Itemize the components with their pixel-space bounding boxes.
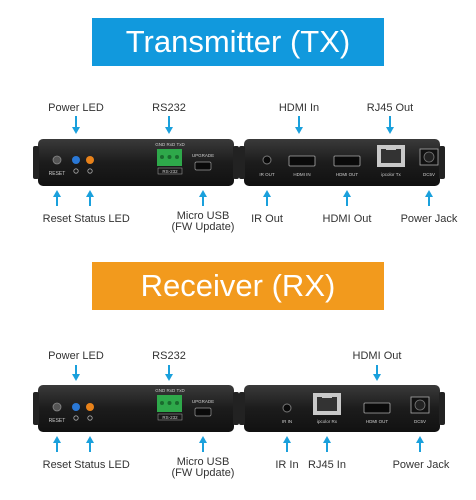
rx-label-rs232: RS232 [152,350,186,362]
rx-hdmi-out-port [363,402,391,414]
rx-label-ir-in: IR In [275,459,299,471]
svg-text:RS-232: RS-232 [162,169,178,174]
tx-hdmi-out-port [333,155,361,167]
arrow-tx-power-jack [425,190,433,206]
svg-text:DC5V: DC5V [414,419,426,424]
rx-label-reset: Reset [42,459,72,471]
svg-text:UPGRADE: UPGRADE [192,153,214,158]
tx-label-rs232: RS232 [152,102,186,114]
svg-text:HDMI OUT: HDMI OUT [366,419,388,424]
svg-text:RS-232: RS-232 [162,415,178,420]
rx-micro-usb-port [194,407,212,417]
tx-front-panel: RESET GND RxD TxD RS-232 UPGRADE [33,139,239,186]
tx-hdmi-in-port [288,155,316,167]
receiver-banner: Receiver (RX) [92,262,384,310]
arrow-tx-hdmi-in [295,116,303,134]
arrow-rx-ir-in [283,436,291,452]
tx-micro-usb-port [194,161,212,171]
tx-label-power-led: Power LED [48,102,104,114]
transmitter-title: Transmitter (TX) [125,24,351,59]
tx-label-rj45-out: RJ45 Out [366,102,414,114]
arrow-tx-power-led [72,116,80,134]
arrow-rx-power-jack [416,436,424,452]
tx-label-power-jack: Power Jack [400,213,458,225]
tx-label-status-led: Status LED [74,213,130,225]
arrow-tx-rj45-out [386,116,394,134]
arrow-rx-status-led [86,436,94,452]
tx-power-icon [73,168,79,174]
rx-power-icon [73,415,79,421]
tx-label-hdmi-out: HDMI Out [322,213,372,225]
svg-text:ipcolor Rx: ipcolor Rx [317,419,338,424]
arrow-rx-power-led [72,365,80,381]
rx-orange-led-icon [86,403,94,411]
tx-label-ir-out: IR Out [251,213,283,225]
svg-text:HDMI IN: HDMI IN [293,172,310,177]
arrow-tx-ir-out [263,190,271,206]
svg-text:GND RxD TxD: GND RxD TxD [155,142,185,147]
arrow-tx-hdmi-out [343,190,351,206]
rx-label-hdmi-out: HDMI Out [352,350,402,362]
rx-label-micro-usb: Micro USB [176,456,230,468]
rx-rear-panel: IR IN ipcolor Rx HDMI OUT DC5V [239,385,445,432]
arrow-rx-reset [53,436,61,452]
tx-orange-led-icon [86,156,94,164]
svg-text:RESET: RESET [49,418,66,424]
arrow-tx-status-led [86,190,94,206]
rx-reset-button [52,402,62,412]
arrow-tx-rs232 [165,116,173,134]
tx-ir-out-port [262,155,272,165]
tx-status-icon [87,168,93,174]
arrow-tx-micro-usb [199,190,207,206]
tx-label-hdmi-in: HDMI In [278,102,320,114]
svg-text:ipcolor Tx: ipcolor Tx [381,172,401,177]
tx-label-fw-update: (FW Update) [171,221,235,233]
svg-text:IR IN: IR IN [282,419,292,424]
transmitter-banner: Transmitter (TX) [92,18,384,66]
tx-blue-led-icon [72,156,80,164]
arrow-rx-micro-usb [199,436,207,452]
svg-text:GND RxD TxD: GND RxD TxD [155,388,185,393]
rx-blue-led-icon [72,403,80,411]
arrow-rx-rj45-in [323,436,331,452]
arrow-rx-rs232 [165,365,173,381]
callout-arrows [53,116,433,452]
tx-reset-button [52,155,62,165]
rx-label-power-led: Power LED [48,350,104,362]
rx-label-fw-update: (FW Update) [171,467,235,479]
svg-text:HDMI OUT: HDMI OUT [336,172,358,177]
svg-text:DC5V: DC5V [423,172,435,177]
svg-text:UPGRADE: UPGRADE [192,399,214,404]
rx-label-rj45-in: RJ45 In [308,459,346,471]
arrow-tx-reset [53,190,61,206]
rx-status-icon [87,415,93,421]
tx-label-reset: Reset [42,213,72,225]
tx-rear-panel: IR OUT HDMI IN HDMI OUT ipcolor Tx DC5V [239,139,445,186]
rx-ir-in-port [282,403,292,413]
svg-text:IR OUT: IR OUT [259,172,275,177]
rx-front-panel: RESET GND RxD TxD RS-232 UPGRADE [33,385,239,432]
receiver-title: Receiver (RX) [140,268,336,303]
tx-label-micro-usb: Micro USB [176,210,230,222]
rx-label-power-jack: Power Jack [392,459,450,471]
arrow-rx-hdmi-out [373,365,381,381]
svg-text:RESET: RESET [49,171,66,177]
rx-label-status-led: Status LED [74,459,130,471]
